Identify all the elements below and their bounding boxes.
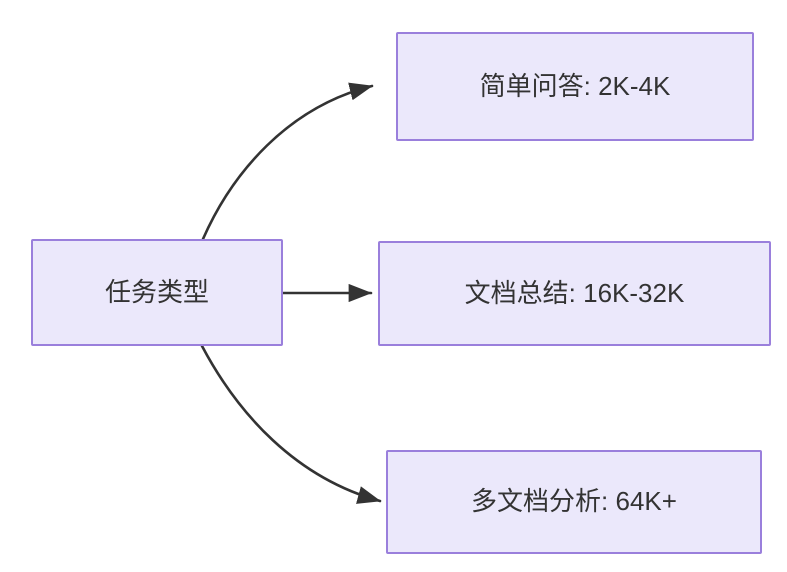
- node-task-type[interactable]: 任务类型: [31, 239, 283, 346]
- node-document-summary-label: 文档总结: 16K-32K: [464, 277, 685, 308]
- node-simple-qa[interactable]: 简单问答: 2K-4K: [396, 32, 754, 141]
- node-simple-qa-label: 简单问答: 2K-4K: [479, 70, 671, 101]
- edge-source-to-multidoc: [200, 344, 382, 504]
- node-multi-document-analysis-label: 多文档分析: 64K+: [471, 486, 677, 517]
- edge-source-to-simple: [201, 82, 374, 241]
- node-document-summary[interactable]: 文档总结: 16K-32K: [378, 241, 771, 346]
- node-task-type-label: 任务类型: [104, 276, 209, 307]
- node-multi-document-analysis[interactable]: 多文档分析: 64K+: [386, 450, 762, 554]
